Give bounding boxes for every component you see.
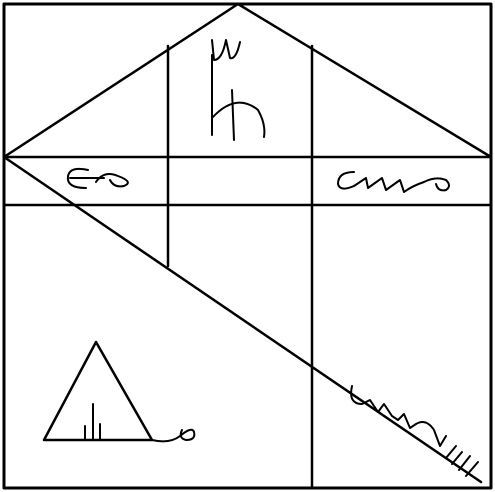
scribble-small-triangle — [85, 404, 100, 440]
small-loop — [152, 430, 194, 442]
scribble-bottom-right — [351, 386, 478, 476]
scribble-right — [338, 172, 449, 192]
outer-frame — [4, 4, 491, 488]
roof-triangle — [4, 4, 491, 157]
small-triangle — [44, 342, 152, 440]
scribble-left — [68, 169, 128, 188]
scribble-top — [212, 40, 264, 140]
